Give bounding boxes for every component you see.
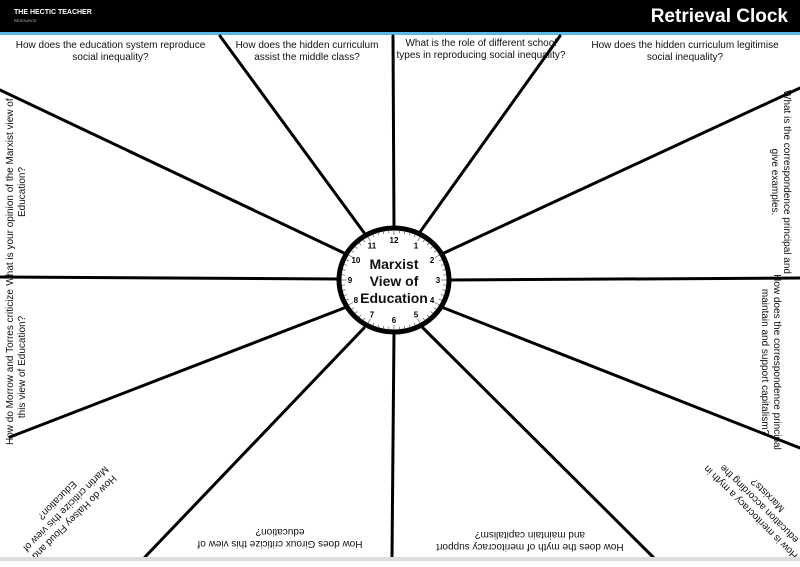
clock-number: 2 (430, 256, 435, 265)
question-left-1: What is your opinion of the Marxist view… (5, 97, 29, 287)
clock-number: 5 (414, 311, 419, 320)
spoke (449, 278, 800, 280)
clock-number: 7 (370, 311, 375, 320)
clock-label: Education (360, 290, 428, 306)
spoke (10, 308, 344, 437)
spoke (393, 36, 394, 228)
question-bottom-3: How does Giroux criticize this view of e… (195, 525, 365, 549)
clock-number: 6 (392, 316, 397, 325)
clock-number: 9 (348, 276, 353, 285)
spoke (444, 308, 800, 448)
spoke (392, 332, 394, 557)
spoke (420, 36, 560, 232)
clock-number: 4 (430, 296, 435, 305)
spoke (145, 328, 364, 557)
clock-number: 10 (351, 256, 360, 265)
question-top-2: How does the hidden curriculum assist th… (232, 40, 382, 64)
question-top-4: How does the hidden curriculum legitimis… (580, 40, 790, 64)
clock-label: Marxist (369, 256, 418, 272)
bottom-scroll-edge (0, 557, 800, 561)
question-right-1: What is the correspondence principal and… (768, 82, 792, 282)
clock-number: 1 (414, 241, 419, 250)
question-left-2: How do Morrow and Torres criticize this … (5, 282, 29, 452)
question-right-2: How does the correspondence principal ma… (758, 262, 782, 462)
clock-number: 3 (436, 276, 441, 285)
question-top-3: What is the role of different school typ… (396, 38, 566, 62)
question-bottom-2: How does the myth of meritocracy support… (430, 528, 630, 552)
clock-label: View of (370, 273, 419, 289)
clock-number: 11 (368, 241, 377, 250)
question-top-1: How does the education system reproduce … (8, 40, 213, 64)
clock-number: 8 (354, 296, 359, 305)
clock-number: 12 (390, 236, 399, 245)
spoke (444, 88, 800, 253)
spoke (0, 90, 344, 253)
spoke (423, 328, 653, 557)
spoke (0, 277, 339, 279)
